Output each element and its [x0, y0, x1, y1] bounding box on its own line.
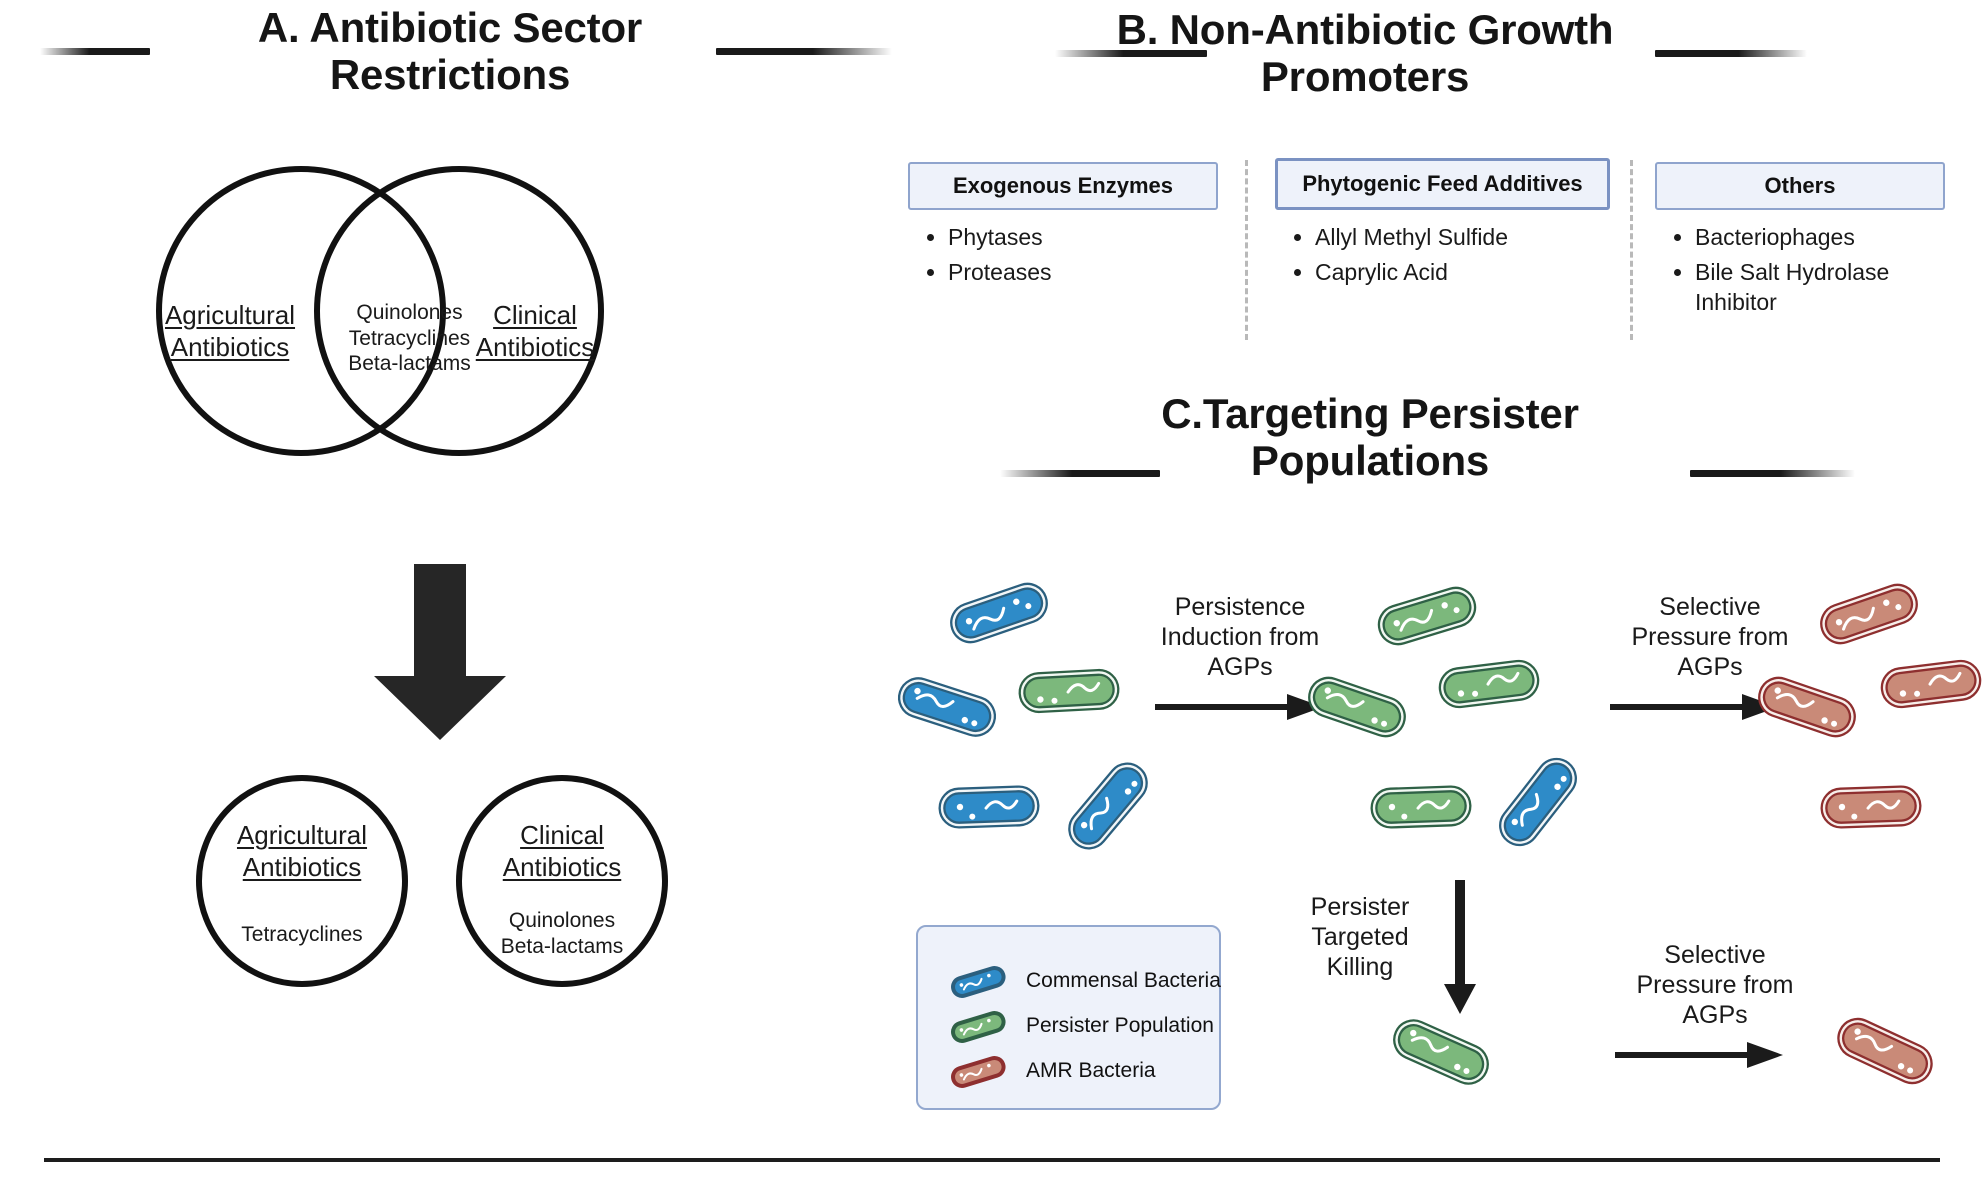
arrow-down-icon [1444, 880, 1476, 1014]
bacterium-persister-icon [1377, 586, 1477, 646]
arrow-right-icon [1155, 694, 1323, 720]
column-divider [1630, 160, 1633, 340]
legend-label: AMR Bacteria [1026, 1059, 1156, 1082]
list-item: Caprylic Acid [1315, 257, 1615, 288]
list-item: Phytases [948, 222, 1218, 253]
bacterium-commensal-icon [938, 785, 1040, 829]
transition-label-selective-pressure-bottom: Selective Pressure from AGPs [1636, 941, 1794, 1029]
venn-label-clinical-line2: Antibiotics [475, 331, 595, 362]
outcome-clinical-title-line2: Antibiotics [502, 851, 622, 882]
venn-circle-clinical [314, 166, 604, 456]
venn-overlap-item: Beta-lactams [348, 352, 471, 376]
outcome-item: Tetracyclines [241, 923, 363, 946]
legend-item-commensal: Commensal Bacteria [946, 963, 1221, 999]
downward-block-arrow-icon [374, 564, 506, 740]
outcome-clinical-items: Quinolones Beta-lactams [472, 908, 652, 959]
category-heading-others[interactable]: Others [1655, 162, 1945, 210]
figure-baseline [44, 1158, 1940, 1162]
outcome-agricultural-title: Agricultural Antibiotics [212, 820, 392, 883]
legend-label: Commensal Bacteria [1026, 969, 1221, 992]
list-item: Allyl Methyl Sulfide [1315, 222, 1615, 253]
bacterium-persister-icon [1370, 785, 1472, 829]
legend-item-persister: Persister Population [946, 1008, 1214, 1044]
category-heading-phytogenic-feed-additives[interactable]: Phytogenic Feed Additives [1275, 158, 1610, 210]
venn-label-clinical-line1: Clinical [493, 300, 577, 330]
panel-b-rule-left [1055, 50, 1207, 57]
legend-swatch-amr-icon [951, 1055, 1006, 1088]
venn-label-agricultural: Agricultural Antibiotics [160, 300, 300, 363]
bacterium-persister-icon [1308, 676, 1406, 738]
list-item: Proteases [948, 257, 1218, 288]
bacterium-persister-icon [1393, 1019, 1489, 1085]
panel-b-rule-right [1655, 50, 1807, 57]
venn-label-clinical: Clinical Antibiotics [465, 300, 605, 363]
bacterium-amr-icon [1880, 659, 1982, 709]
category-heading-exogenous-enzymes[interactable]: Exogenous Enzymes [908, 162, 1218, 210]
outcome-clinical-title-line1: Clinical [520, 820, 604, 850]
outcome-agricultural-items: Tetracyclines [212, 922, 392, 948]
panel-a-rule-right [716, 48, 892, 55]
panel-c-title: C.Targeting Persister Populations [1161, 390, 1579, 485]
bacterium-commensal-icon [1499, 757, 1577, 847]
transition-label-persistence-induction: Persistence Induction from AGPs [1160, 593, 1320, 681]
outcome-item: Quinolones [508, 909, 616, 932]
venn-label-agricultural-line1: Agricultural [164, 300, 296, 330]
venn-overlap-item: Tetracyclines [348, 326, 471, 350]
arrow-right-icon [1610, 694, 1778, 720]
bacterium-persister-icon [1438, 659, 1540, 709]
category-items-exogenous-enzymes: Phytases Proteases [918, 222, 1218, 291]
bacterium-commensal-icon [897, 677, 997, 737]
category-items-phytogenic-feed-additives: Allyl Methyl Sulfide Caprylic Acid [1285, 222, 1615, 291]
legend-swatch-persister-icon [951, 1010, 1006, 1043]
panel-a-rule-left [40, 48, 150, 55]
arrow-right-icon [1615, 1042, 1783, 1068]
bacterium-commensal-icon [1068, 762, 1148, 850]
outcome-agricultural-title-line2: Antibiotics [242, 851, 362, 882]
list-item: Bacteriophages [1695, 222, 1965, 253]
outcome-circle-agricultural [196, 775, 408, 987]
venn-overlap-items: Quinolones Tetracyclines Beta-lactams [322, 300, 497, 377]
legend-label: Persister Population [1026, 1014, 1214, 1037]
panel-a-title: A. Antibiotic Sector Restrictions [257, 4, 643, 99]
venn-overlap-item: Quinolones [356, 301, 463, 324]
bacterium-amr-icon [1758, 676, 1856, 738]
outcome-item: Beta-lactams [500, 934, 624, 958]
bacterium-amr-icon [1820, 785, 1922, 829]
legend-item-amr: AMR Bacteria [946, 1053, 1156, 1089]
bacterium-persister-icon [1018, 668, 1120, 714]
panel-c-rule-right [1690, 470, 1855, 477]
legend-swatch-commensal-icon [951, 965, 1006, 998]
transition-label-persister-targeted-killing: Persister Targeted Killing [1310, 893, 1410, 981]
panel-b-title: B. Non-Antibiotic Growth Promoters [1116, 6, 1614, 101]
bacterium-amr-icon [1837, 1017, 1933, 1085]
list-item: Bile Salt Hydrolase Inhibitor [1695, 257, 1965, 318]
outcome-circle-clinical [456, 775, 668, 987]
bacterium-amr-icon [1820, 583, 1918, 645]
outcome-agricultural-title-line1: Agricultural [236, 820, 368, 850]
outcome-clinical-title: Clinical Antibiotics [472, 820, 652, 883]
venn-label-agricultural-line2: Antibiotics [170, 331, 290, 362]
bacterium-commensal-icon [950, 582, 1048, 644]
transition-label-selective-pressure-top: Selective Pressure from AGPs [1631, 593, 1789, 681]
panel-c-rule-left [1000, 470, 1160, 477]
category-items-others: Bacteriophages Bile Salt Hydrolase Inhib… [1665, 222, 1965, 322]
column-divider [1245, 160, 1248, 340]
